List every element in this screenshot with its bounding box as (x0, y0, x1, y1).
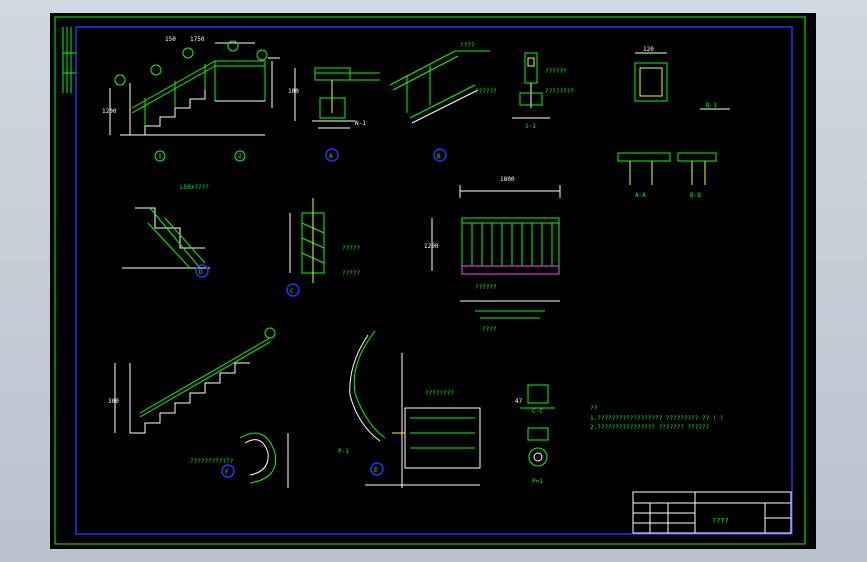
callout-text: ?????? (545, 68, 567, 75)
general-notes: ?? 1.?????????????????? ????????? ?? ( )… (590, 405, 724, 431)
section-label: A-A (635, 192, 646, 199)
view-label: D (199, 269, 203, 276)
view-label: 2 (238, 153, 242, 160)
view-label: B (437, 153, 441, 160)
view-label: A (329, 153, 333, 160)
section-1-1: ?????? ???????? 1-1 (512, 52, 574, 130)
detail-d: L50x???? D (122, 184, 210, 278)
detail-b: ???? ?????? B (389, 42, 497, 162)
callout-text: ???????? (425, 390, 454, 397)
notes-heading: ?? (590, 405, 598, 412)
title-block: ???? (632, 491, 792, 534)
detail-e: ???????? P-1 E (338, 330, 481, 488)
callout-text: ???? (460, 42, 475, 49)
section-label: N-1 (355, 120, 366, 127)
lower-stair-elevation: 300 ???????????? (108, 327, 276, 465)
callout-text: ???????? (545, 88, 574, 95)
detail-f: F (221, 432, 289, 488)
detail-c: ????? ????? C (286, 198, 360, 297)
dim-text: 47 (515, 398, 523, 405)
dim-text: 1750 (190, 36, 205, 43)
cad-drawing-canvas[interactable]: 1200 150 1750 1 2 100 N-1 A ???? ?????? … (50, 13, 816, 549)
view-1-stair-elevation: 1200 150 1750 1 2 (102, 36, 280, 162)
section-label: C-C (532, 408, 543, 415)
callout-text: ???????????? (190, 458, 234, 465)
callout-text: ???? (482, 326, 497, 333)
dim-text: 1200 (424, 243, 439, 250)
callout-text: ????? (342, 245, 360, 252)
detail-a: 100 N-1 A (288, 67, 380, 162)
binding-margin (62, 27, 76, 93)
railing-elevation: 1800 1200 ?????? ???? (424, 176, 561, 333)
dim-text: 150 (165, 36, 176, 43)
dim-text: 300 (108, 398, 119, 405)
view-label: F (225, 469, 229, 476)
notes-line: 1.?????????????????? ????????? ?? ( ) (590, 415, 724, 422)
notes-line: 2.???????????????? ??????? ?????? (590, 424, 710, 431)
sections-cc-p1: C-C P=1 47 (515, 384, 555, 485)
view-label: E (374, 467, 378, 474)
outer-frame (54, 16, 806, 545)
section-label: P=1 (532, 478, 543, 485)
section-label: B-B (690, 192, 701, 199)
sections-aa-bb: A-A B-B (617, 152, 717, 199)
section-label: 1-1 (525, 123, 536, 130)
section-label: P-1 (338, 448, 349, 455)
callout-text: ????? (342, 270, 360, 277)
dim-text: 120 (643, 46, 654, 53)
dim-text: 1800 (500, 176, 515, 183)
callout-text: L50x???? (180, 184, 209, 191)
title-block-text: ???? (712, 517, 729, 525)
section-label: N-1 (706, 102, 717, 109)
dim-text: 1200 (102, 108, 117, 115)
view-label: C (290, 288, 294, 295)
cad-drawing: 1200 150 1750 1 2 100 N-1 A ???? ?????? … (54, 16, 806, 545)
inner-frame (75, 26, 793, 535)
callout-text: ?????? (475, 284, 497, 291)
dim-text: 100 (288, 88, 299, 95)
section-n-1: 120 N-1 (634, 46, 730, 110)
callout-text: ?????? (475, 88, 497, 95)
view-label: 1 (158, 153, 162, 160)
